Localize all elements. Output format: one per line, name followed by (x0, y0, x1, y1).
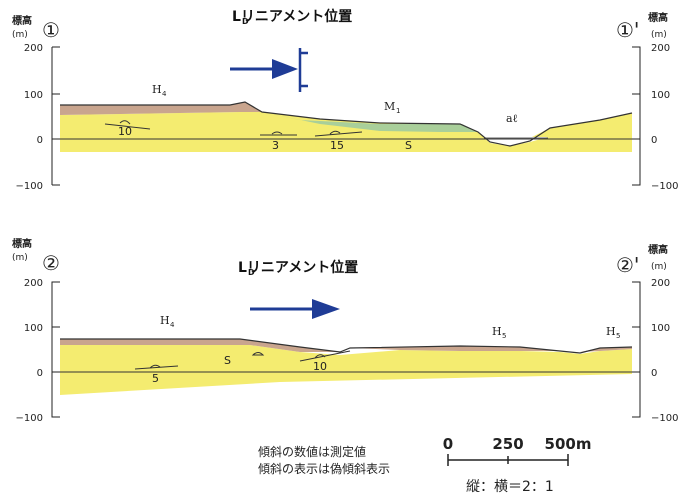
dip-symbol-10-1 (104, 120, 151, 130)
dip-symbol-10-2 (299, 350, 351, 362)
ground-surface-2 (60, 338, 633, 354)
tick-label-100-left-1: 100 (24, 90, 43, 101)
tick-label-0-left-2: 0 (37, 368, 43, 379)
sandstone-layer-1 (60, 112, 632, 152)
section-marker-left-2: ② (42, 251, 60, 275)
sandstone-label-2: S (224, 354, 231, 367)
h5-label-sub-2b: 5 (616, 332, 620, 340)
dip-symbol-s-2 (251, 352, 265, 356)
scale-label-0: 0 (443, 435, 453, 453)
elevation-axis-right-2 (632, 281, 641, 418)
tick-label-200-right-2: 200 (651, 278, 670, 289)
lineament-title-2: Lリニアメント位置 (238, 259, 358, 276)
scale-label-500: 500m (545, 435, 592, 453)
profile-1: 標高 (m) ① 200 100 0 −100 ①' 標高 (m) 200 10… (12, 8, 678, 192)
h5-label-2b: H (606, 325, 616, 338)
tick-label-200-left-1: 200 (24, 43, 43, 54)
h5-terrace-layer-2a (350, 346, 560, 351)
alluvium-label-1: aℓ (506, 112, 518, 125)
lineament-symbol-1 (298, 48, 308, 92)
scale-bar (447, 454, 569, 466)
lineament-title-1: Lリニアメント位置 (232, 8, 352, 25)
lineament-arrowhead-2 (312, 299, 340, 319)
dip-value-15-1: 15 (330, 139, 344, 152)
lineament-arrowhead-1 (272, 59, 298, 79)
sandstone-layer-2 (60, 345, 632, 395)
lineament-title-sub-1: D (242, 17, 249, 26)
sandstone-label-1: S (405, 139, 412, 152)
section-marker-right-1: ①' (616, 18, 639, 42)
h4-terrace-layer-2 (60, 339, 340, 352)
scale-ratio: 縦：横＝2：1 (466, 479, 554, 495)
tick-label-neg100-right-1: −100 (651, 181, 678, 192)
tick-label-neg100-left-1: −100 (16, 181, 43, 192)
note-dip-values: 傾斜の数値は測定値 (258, 444, 366, 459)
tick-label-100-left-2: 100 (24, 323, 43, 334)
m1-label-sub-1: 1 (396, 107, 400, 115)
elevation-axis-left-2 (51, 281, 60, 418)
elevation-axis-title-right-2: 標高 (648, 243, 668, 256)
h4-label-sub-2: 4 (170, 321, 175, 329)
tick-label-100-right-2: 100 (651, 323, 670, 334)
lineament-title-sub-2: D (248, 268, 255, 277)
profile-2: 標高 (m) ② 200 100 0 −100 ②' 標高 (m) 200 10… (12, 237, 678, 424)
section-marker-left-1: ① (42, 18, 60, 42)
tick-label-0-right-1: 0 (651, 135, 657, 146)
elevation-unit-right-2: (m) (651, 262, 667, 272)
dip-symbol-15-1 (314, 130, 363, 137)
h4-label-1: H (152, 83, 162, 96)
h4-label-2: H (160, 314, 170, 327)
elevation-axis-title-left-1: 標高 (12, 14, 32, 27)
m1-terrace-layer-1 (262, 112, 478, 132)
h5-label-2a: H (492, 325, 502, 338)
elevation-axis-right-1 (632, 46, 641, 186)
dip-value-10-1: 10 (118, 125, 132, 138)
h5-terrace-layer-2b (580, 347, 632, 352)
tick-label-neg100-left-2: −100 (16, 413, 43, 424)
m1-label-1: M (384, 100, 395, 113)
elevation-axis-title-left-2: 標高 (12, 237, 32, 250)
dip-value-5-2: 5 (152, 372, 159, 385)
elevation-axis-title-right-1: 標高 (648, 11, 668, 24)
dip-value-10-2: 10 (313, 360, 327, 373)
h4-label-sub-1: 4 (162, 90, 167, 98)
elevation-unit-left-2: (m) (12, 253, 28, 263)
tick-label-0-right-2: 0 (651, 368, 657, 379)
section-marker-right-2: ②' (616, 253, 639, 277)
tick-label-100-right-1: 100 (651, 90, 670, 101)
tick-label-neg100-right-2: −100 (651, 413, 678, 424)
elevation-unit-right-1: (m) (651, 30, 667, 40)
tick-label-200-left-2: 200 (24, 278, 43, 289)
tick-label-200-right-1: 200 (651, 43, 670, 54)
dip-value-3-1: 3 (272, 139, 279, 152)
elevation-axis-left-1 (51, 46, 60, 186)
scale-label-250: 250 (492, 435, 523, 453)
tick-label-0-left-1: 0 (37, 135, 43, 146)
ground-surface-1 (60, 101, 633, 147)
h5-label-sub-2a: 5 (502, 332, 506, 340)
dip-symbol-5-2 (134, 364, 179, 370)
elevation-unit-left-1: (m) (12, 30, 28, 40)
note-dip-display: 傾斜の表示は偽傾斜表示 (258, 462, 390, 476)
dip-symbol-3-1 (260, 131, 297, 136)
